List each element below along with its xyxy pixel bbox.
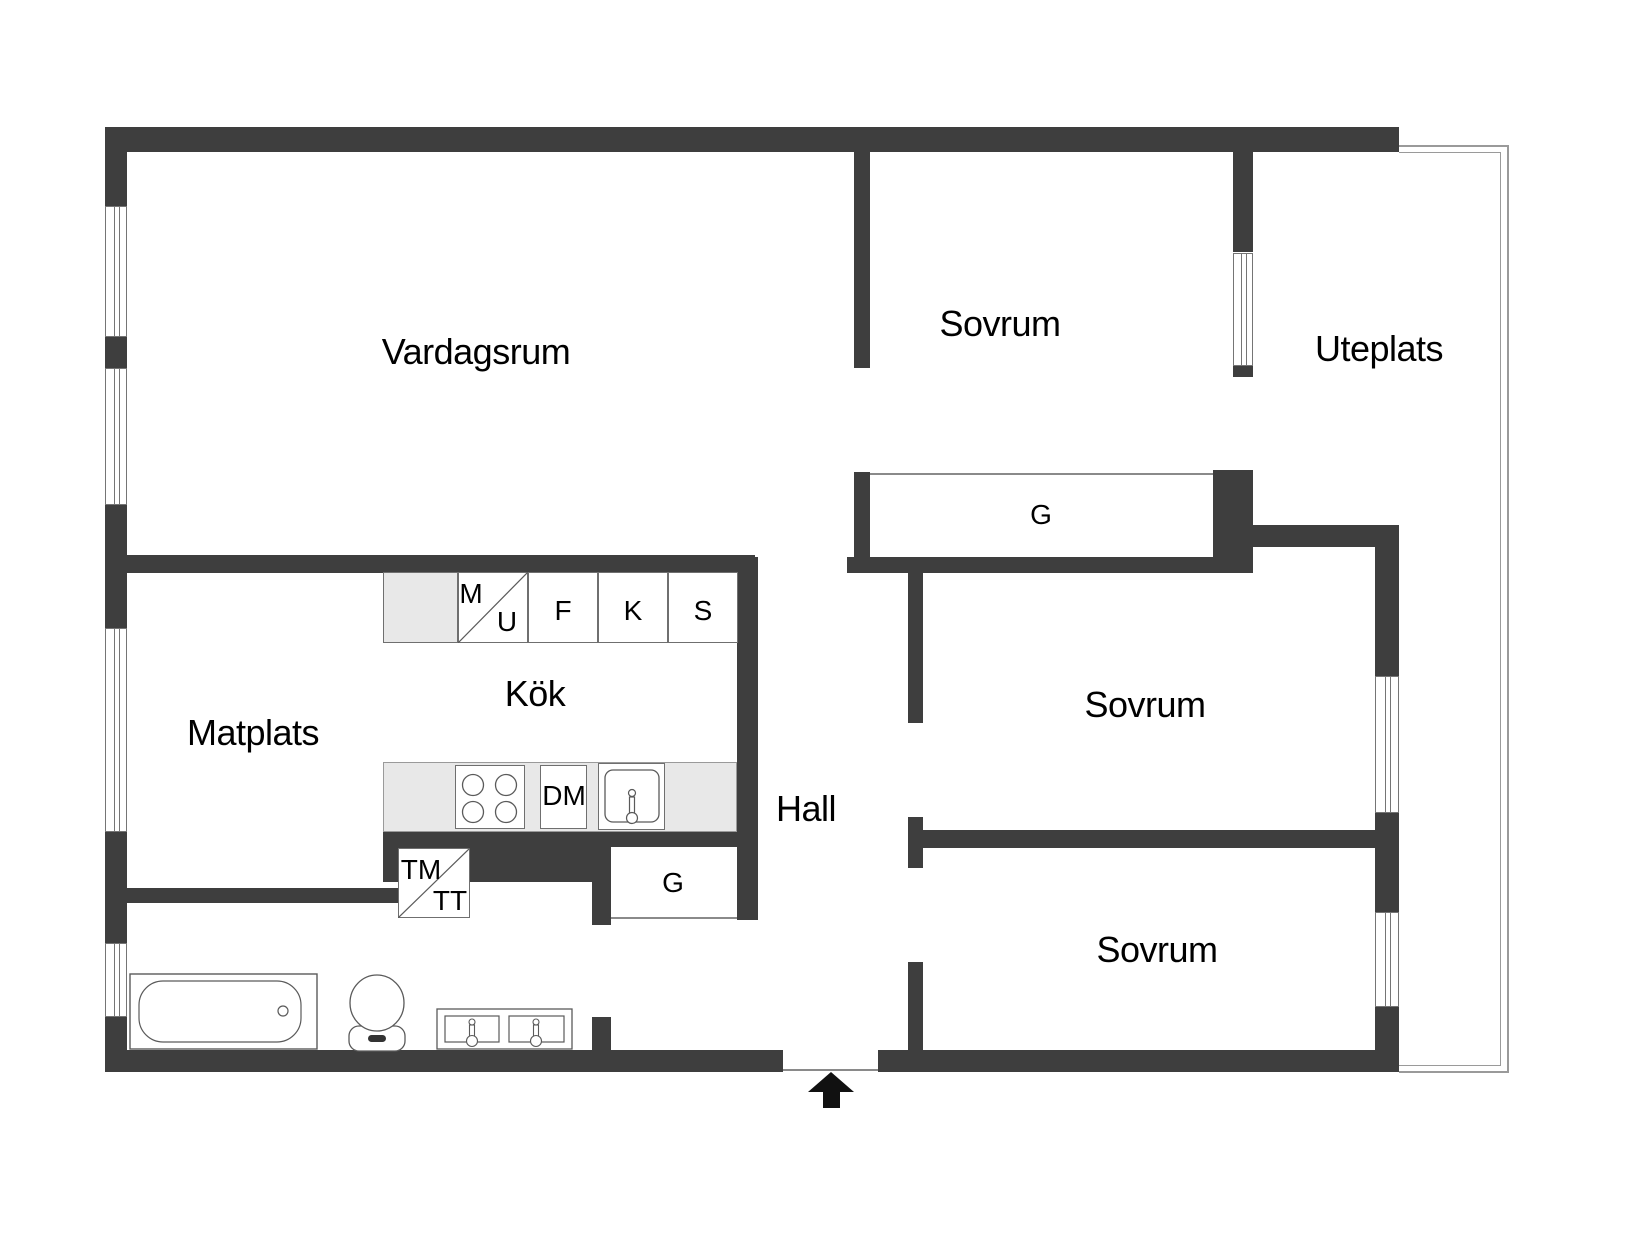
- room-label-sovrum-3: Sovrum: [1096, 929, 1218, 970]
- window-livingroom-1: [105, 206, 127, 337]
- wall-kitchen-north: [105, 555, 755, 573]
- room-label-hall: Hall: [775, 788, 837, 829]
- washer-dryer-diagonal-line: [398, 848, 470, 918]
- kitchen-cabinet-freezer: [598, 572, 668, 643]
- wall-bedroom2-west-lower: [908, 817, 923, 868]
- wall-exterior-bottom-right: [878, 1050, 1399, 1072]
- wall-kitchen-east: [737, 557, 758, 920]
- appliance-label-u: U: [496, 606, 518, 637]
- room-label-uteplats: Uteplats: [1314, 328, 1444, 369]
- entrance-threshold-line: [783, 1069, 878, 1071]
- wall-below-uteplats: [1233, 525, 1399, 547]
- kitchen-cabinet-fridge: [528, 572, 598, 643]
- appliance-label-dm: DM: [542, 780, 586, 811]
- closet-label-g2: G: [662, 867, 684, 898]
- stove-burners-icon: [461, 773, 518, 824]
- wall-closet1-right: [1213, 470, 1253, 573]
- kitchen-cabinet-counter: [383, 572, 458, 643]
- wall-closet1-left: [854, 472, 870, 572]
- entrance-arrow-icon: [808, 1072, 854, 1108]
- room-label-sovrum-2: Sovrum: [1084, 684, 1206, 725]
- appliance-label-m: M: [459, 578, 483, 609]
- wall-hall-north: [847, 557, 1253, 573]
- wall-exterior-bottom-left: [105, 1050, 783, 1072]
- toilet-icon: [348, 974, 406, 1052]
- wall-livingroom-bedroom-divider: [854, 152, 870, 368]
- wall-bathroom-east-upper: [592, 882, 611, 925]
- wall-uteplats-mid: [1233, 366, 1253, 377]
- kitchen-cabinet-pantry: [668, 572, 738, 643]
- balcony-railing-outer: [1399, 145, 1509, 1073]
- closet2-front-line: [611, 917, 737, 919]
- wall-exterior-left: [105, 127, 127, 1072]
- wall-bathroom-east-lower: [592, 1017, 611, 1050]
- window-bedroom2: [1375, 676, 1399, 813]
- appliance-label-tt: TT: [432, 885, 468, 916]
- wall-exterior-top: [105, 127, 1399, 152]
- wall-above-hall-closet: [611, 832, 758, 847]
- room-label-kok: Kök: [504, 673, 566, 714]
- room-label-matplats: Matplats: [186, 712, 320, 753]
- window-livingroom-2: [105, 368, 127, 505]
- appliance-label-f: F: [554, 595, 572, 626]
- appliance-label-tm: TM: [400, 854, 442, 885]
- window-bedroom3: [1375, 912, 1399, 1007]
- kitchen-sink-icon: [604, 769, 660, 825]
- appliance-label-s: S: [693, 595, 713, 626]
- appliance-label-k: K: [623, 595, 643, 626]
- window-bathroom: [105, 943, 127, 1017]
- stove: [455, 765, 525, 829]
- closet-label-g1: G: [1030, 499, 1052, 530]
- room-label-vardagsrum: Vardagsrum: [381, 331, 571, 372]
- window-matplats: [105, 628, 127, 832]
- dishwasher: [540, 765, 587, 829]
- window-bedroom1-uteplats: [1233, 253, 1253, 366]
- wall-bathroom-north: [105, 888, 398, 903]
- balcony-railing-inner: [1399, 152, 1501, 1066]
- wall-uteplats-upper: [1233, 152, 1253, 252]
- double-sink-icon: [436, 1008, 573, 1050]
- micro-oven-diagonal-line: [458, 572, 528, 643]
- closet1-front-line: [870, 473, 1213, 475]
- wall-bedroom-divider: [923, 830, 1399, 848]
- wall-bedroom3-west: [908, 962, 923, 1050]
- bathtub-icon: [129, 973, 318, 1050]
- room-label-sovrum-1: Sovrum: [939, 303, 1061, 344]
- wall-bedroom2-west-upper: [908, 573, 923, 723]
